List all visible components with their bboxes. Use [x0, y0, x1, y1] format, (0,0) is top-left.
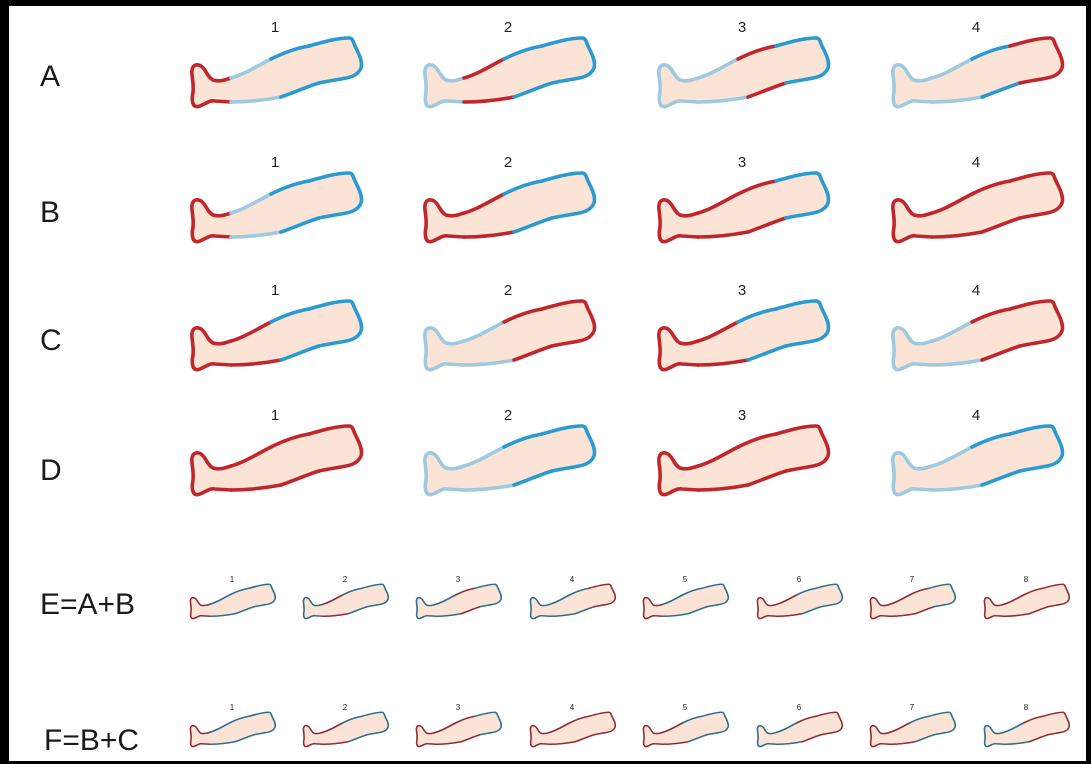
leg-outline-icon	[300, 710, 390, 748]
row-label-a: A	[40, 62, 60, 92]
leg-diagram-b-3: 3	[652, 155, 832, 247]
leg-diagram-c-2: 2	[418, 283, 598, 375]
leg-diagram-e-6: 6	[754, 576, 844, 622]
leg-diagram-e-4: 4	[527, 576, 617, 622]
diagram-number: 1	[185, 283, 365, 298]
leg-outline-icon	[754, 582, 844, 620]
row-label-d: D	[40, 456, 62, 486]
leg-outline-icon	[413, 582, 503, 620]
leg-diagram-a-1: 1	[185, 20, 365, 112]
leg-diagram-c-4: 4	[886, 283, 1066, 375]
leg-outline-icon	[640, 582, 730, 620]
leg-diagram-d-2: 2	[418, 408, 598, 500]
leg-diagram-b-2: 2	[418, 155, 598, 247]
leg-diagram-f-6: 6	[754, 704, 844, 750]
diagram-number: 1	[185, 20, 365, 35]
leg-diagram-a-4: 4	[886, 20, 1066, 112]
leg-outline-icon	[187, 710, 277, 748]
diagram-number: 1	[185, 155, 365, 170]
leg-outline-icon	[418, 422, 598, 497]
diagram-number: 2	[418, 155, 598, 170]
diagram-number: 1	[185, 408, 365, 423]
leg-diagram-f-4: 4	[527, 704, 617, 750]
row-label-e: E=A+B	[40, 590, 135, 620]
leg-outline-icon	[886, 34, 1066, 109]
leg-outline-icon	[418, 297, 598, 372]
leg-outline-icon	[185, 297, 365, 372]
leg-outline-icon	[886, 422, 1066, 497]
diagram-number: 2	[418, 283, 598, 298]
leg-diagram-f-2: 2	[300, 704, 390, 750]
leg-outline-icon	[886, 169, 1066, 244]
leg-diagram-e-8: 8	[981, 576, 1071, 622]
diagram-number: 3	[652, 408, 832, 423]
diagram-number: 3	[652, 283, 832, 298]
leg-diagram-f-5: 5	[640, 704, 730, 750]
leg-diagram-d-1: 1	[185, 408, 365, 500]
diagram-number: 4	[886, 155, 1066, 170]
diagram-number: 2	[418, 20, 598, 35]
leg-diagram-b-4: 4	[886, 155, 1066, 247]
leg-outline-icon	[187, 582, 277, 620]
leg-diagram-f-7: 7	[867, 704, 957, 750]
leg-outline-icon	[527, 582, 617, 620]
leg-outline-icon	[652, 169, 832, 244]
row-label-c: C	[40, 326, 62, 356]
diagram-number: 4	[886, 283, 1066, 298]
leg-diagram-a-2: 2	[418, 20, 598, 112]
leg-diagram-d-3: 3	[652, 408, 832, 500]
diagram-number: 3	[652, 155, 832, 170]
leg-outline-icon	[413, 710, 503, 748]
leg-outline-icon	[640, 710, 730, 748]
diagram-number: 2	[418, 408, 598, 423]
leg-outline-icon	[981, 710, 1071, 748]
leg-outline-icon	[867, 582, 957, 620]
leg-diagram-d-4: 4	[886, 408, 1066, 500]
leg-outline-icon	[652, 34, 832, 109]
row-label-f: F=B+C	[44, 726, 139, 756]
leg-outline-icon	[185, 169, 365, 244]
leg-diagram-f-3: 3	[413, 704, 503, 750]
leg-diagram-f-8: 8	[981, 704, 1071, 750]
leg-diagram-e-7: 7	[867, 576, 957, 622]
leg-outline-icon	[652, 297, 832, 372]
leg-outline-icon	[418, 169, 598, 244]
leg-outline-icon	[185, 422, 365, 497]
leg-outline-icon	[652, 422, 832, 497]
leg-outline-icon	[981, 582, 1071, 620]
leg-outline-icon	[754, 710, 844, 748]
leg-diagram-a-3: 3	[652, 20, 832, 112]
leg-diagram-c-3: 3	[652, 283, 832, 375]
leg-outline-icon	[300, 582, 390, 620]
leg-diagram-c-1: 1	[185, 283, 365, 375]
leg-outline-icon	[185, 34, 365, 109]
leg-outline-icon	[527, 710, 617, 748]
diagram-number: 3	[652, 20, 832, 35]
leg-diagram-e-2: 2	[300, 576, 390, 622]
leg-diagram-e-5: 5	[640, 576, 730, 622]
leg-outline-icon	[867, 710, 957, 748]
leg-outline-icon	[418, 34, 598, 109]
diagram-number: 4	[886, 408, 1066, 423]
leg-diagram-b-1: 1	[185, 155, 365, 247]
leg-diagram-e-1: 1	[187, 576, 277, 622]
leg-outline-icon	[886, 297, 1066, 372]
diagram-number: 4	[886, 20, 1066, 35]
leg-diagram-e-3: 3	[413, 576, 503, 622]
leg-diagram-f-1: 1	[187, 704, 277, 750]
row-label-b: B	[40, 198, 60, 228]
